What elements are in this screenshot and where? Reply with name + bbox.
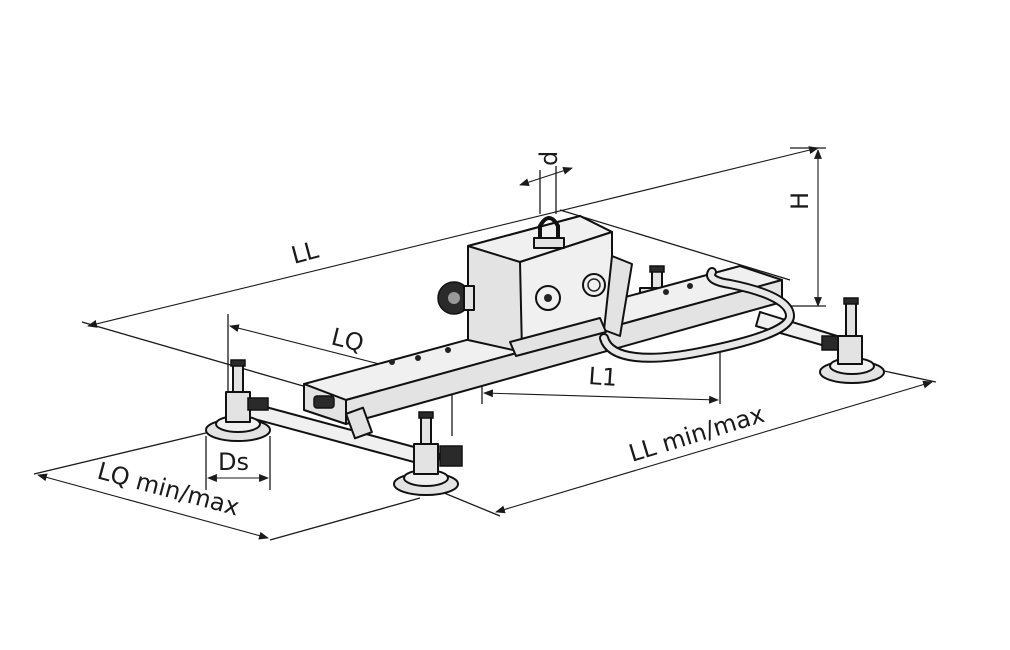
housing-handle — [603, 255, 633, 337]
label-ds: Ds — [218, 448, 249, 476]
ext-lqmm-right — [269, 497, 421, 541]
vacuum-hose — [599, 267, 796, 363]
label-ll-minmax: LL min/max — [626, 400, 768, 468]
lifting-eye-base — [533, 237, 565, 249]
label-l1: L1 — [588, 362, 619, 392]
suction-cup-left-front — [393, 411, 463, 496]
vacuum-lifter — [205, 215, 885, 496]
beam-hole — [389, 359, 395, 365]
rear-valve — [437, 281, 475, 315]
beam-hole — [445, 347, 451, 353]
ext-lqmm-left — [33, 431, 211, 475]
beam-hole — [687, 283, 693, 289]
vacuum-gauge-dial — [587, 278, 601, 292]
ext-ll-right — [559, 209, 791, 281]
lifting-eye — [538, 216, 560, 244]
label-d: d — [535, 151, 563, 166]
housing-base — [509, 317, 607, 357]
ext-ll-left — [81, 321, 311, 389]
vacuum-housing — [437, 215, 633, 357]
beam-hole — [415, 355, 421, 361]
dim-ll-minmax-line — [495, 380, 933, 514]
dim-ll-line — [87, 146, 819, 328]
beam-hole — [663, 289, 669, 295]
control-knob-center — [544, 294, 552, 302]
suction-cup-right — [819, 297, 885, 384]
dim-l1-line — [483, 389, 719, 404]
vacuum-gauge — [582, 273, 606, 297]
label-ll: LL — [288, 236, 322, 270]
dim-lq-minmax-line — [37, 473, 269, 540]
suction-cup-left-rear — [205, 359, 271, 442]
label-h: H — [786, 192, 814, 210]
dim-d-line — [519, 167, 573, 186]
beam-end-slot — [313, 395, 335, 409]
